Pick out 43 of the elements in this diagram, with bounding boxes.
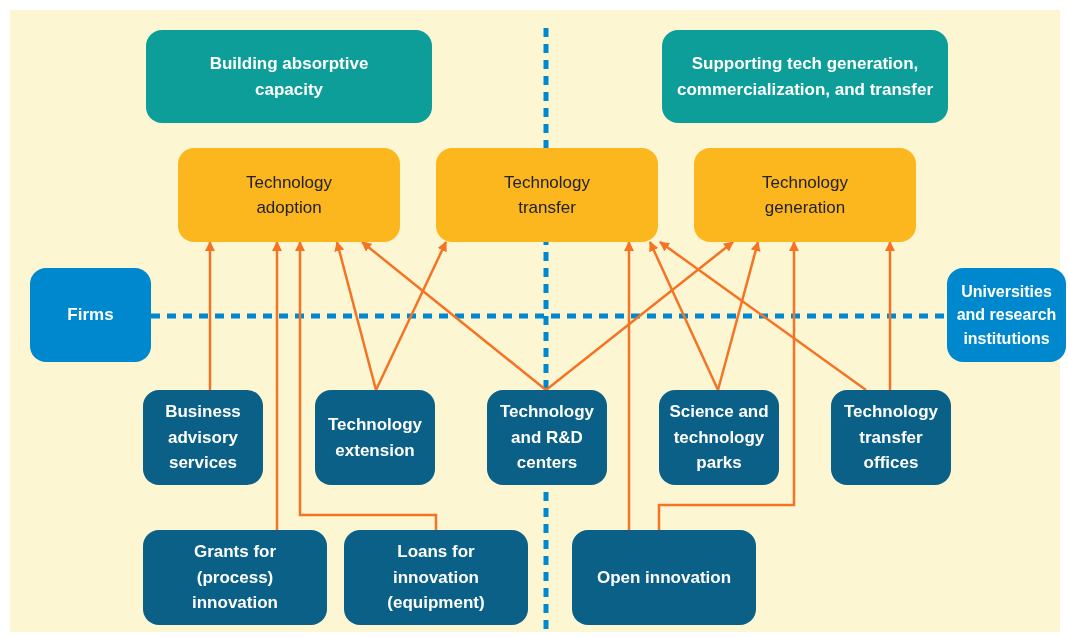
instrument-box bbox=[344, 530, 528, 625]
actor-box bbox=[30, 268, 151, 362]
box-label: Open innovation bbox=[596, 566, 732, 589]
box-label: Technology and R&D centers bbox=[498, 401, 596, 475]
instrument-box bbox=[831, 390, 951, 485]
box-label: Technology transfer offices bbox=[842, 401, 940, 475]
instrument-box bbox=[143, 390, 263, 485]
arrow bbox=[272, 241, 282, 530]
arrow bbox=[361, 241, 547, 391]
box-label: Loans for innovation (equipment) bbox=[386, 541, 486, 615]
box-label: Science and technology parks bbox=[668, 401, 770, 475]
instrument-box bbox=[487, 390, 607, 485]
arrow bbox=[205, 241, 215, 390]
instrument-box bbox=[659, 390, 779, 485]
box-label: Business advisory services bbox=[164, 401, 242, 475]
box-label: Firms bbox=[67, 304, 114, 327]
category-box bbox=[146, 30, 432, 123]
arrow bbox=[545, 241, 734, 391]
arrow bbox=[716, 241, 761, 391]
box-label: Technology adoption bbox=[245, 171, 333, 219]
box-label: Universities and research institutions bbox=[955, 282, 1058, 349]
arrow bbox=[374, 241, 448, 391]
box-label: Supporting tech generation, commercialization, and transfer bbox=[676, 53, 934, 101]
instrument-box bbox=[315, 390, 435, 485]
category-box bbox=[662, 30, 948, 123]
goal-box bbox=[694, 148, 916, 242]
box-label: Building absorptive capacity bbox=[208, 53, 370, 101]
box-label: Technology extension bbox=[326, 414, 424, 462]
goal-box bbox=[178, 148, 400, 242]
arrow bbox=[657, 241, 799, 530]
box-label: Technology generation bbox=[761, 171, 849, 219]
arrow bbox=[334, 241, 378, 391]
arrow bbox=[295, 241, 438, 530]
goal-box bbox=[436, 148, 658, 242]
arrow bbox=[885, 241, 895, 390]
box-label: Grants for (process) innovation bbox=[191, 541, 279, 615]
instrument-box bbox=[143, 530, 327, 625]
box-label: Technology transfer bbox=[503, 171, 591, 219]
arrow bbox=[648, 241, 720, 391]
arrow bbox=[624, 241, 634, 530]
arrow bbox=[659, 241, 867, 391]
actor-box bbox=[947, 268, 1066, 362]
instrument-box bbox=[572, 530, 756, 625]
